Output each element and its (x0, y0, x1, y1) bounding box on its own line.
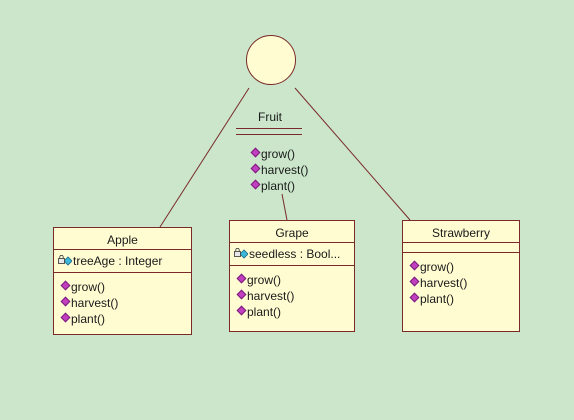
operation-label: grow() (247, 273, 282, 287)
operation-label: harvest() (71, 296, 119, 310)
operation-row[interactable]: harvest() (409, 275, 519, 291)
public-operation-icon (250, 163, 261, 173)
interface-operations: grow() harvest() plant() (250, 146, 309, 194)
attribute-compartment (403, 243, 519, 253)
operation-compartment: grow() harvest() plant() (403, 253, 519, 307)
public-operation-icon (236, 305, 247, 315)
operation-row[interactable]: plant() (409, 291, 519, 307)
operation-label: harvest() (261, 163, 309, 177)
class-box-apple[interactable]: Apple treeAge : Integer grow() harvest()… (53, 227, 192, 335)
class-name: Strawberry (403, 221, 519, 243)
interface-circle-icon[interactable] (246, 35, 296, 85)
public-operation-icon (236, 289, 247, 299)
operation-label: grow() (261, 147, 296, 161)
private-attribute-lock-icon (234, 248, 248, 259)
public-operation-icon (236, 273, 247, 283)
public-operation-icon (250, 179, 261, 189)
operation-row[interactable]: grow() (236, 272, 354, 288)
interface-divider (236, 128, 302, 129)
operation-row[interactable]: plant() (60, 311, 191, 327)
class-name: Grape (230, 221, 354, 243)
attribute-compartment: treeAge : Integer (54, 250, 191, 273)
public-operation-icon (409, 292, 420, 302)
class-name: Apple (54, 228, 191, 250)
operation-label: harvest() (420, 276, 468, 290)
operation-row[interactable]: harvest() (250, 162, 309, 178)
operation-label: grow() (420, 260, 455, 274)
public-operation-icon (60, 296, 71, 306)
operation-row[interactable]: harvest() (60, 295, 191, 311)
operation-label: plant() (247, 305, 282, 319)
operation-compartment: grow() harvest() plant() (230, 266, 354, 320)
operation-row[interactable]: grow() (60, 279, 191, 295)
link-fruit-grape (281, 193, 288, 221)
interface-name[interactable]: Fruit (258, 110, 282, 124)
operation-label: plant() (71, 312, 106, 326)
attribute-row[interactable]: seedless : Bool... (234, 245, 354, 263)
operation-row[interactable]: harvest() (236, 288, 354, 304)
attribute-label: seedless : Bool... (249, 247, 341, 261)
public-operation-icon (409, 276, 420, 286)
private-attribute-lock-icon (58, 255, 72, 266)
operation-row[interactable]: plant() (250, 178, 308, 194)
operation-label: plant() (261, 179, 296, 193)
attribute-label: treeAge : Integer (73, 254, 163, 268)
public-operation-icon (60, 312, 71, 322)
operation-row[interactable]: grow() (409, 259, 519, 275)
operation-row[interactable]: plant() (236, 304, 354, 320)
operation-label: harvest() (247, 289, 295, 303)
interface-divider (236, 134, 302, 135)
class-box-grape[interactable]: Grape seedless : Bool... grow() harvest(… (229, 220, 355, 332)
operation-row[interactable]: grow() (250, 146, 308, 162)
link-fruit-strawberry (294, 87, 411, 221)
operation-label: grow() (71, 280, 106, 294)
operation-compartment: grow() harvest() plant() (54, 273, 191, 327)
public-operation-icon (60, 280, 71, 290)
class-box-strawberry[interactable]: Strawberry grow() harvest() plant() (402, 220, 520, 332)
public-operation-icon (250, 147, 261, 157)
attribute-compartment: seedless : Bool... (230, 243, 354, 266)
link-fruit-apple (159, 87, 250, 228)
attribute-row[interactable]: treeAge : Integer (58, 252, 191, 270)
public-operation-icon (409, 260, 420, 270)
operation-label: plant() (420, 292, 455, 306)
